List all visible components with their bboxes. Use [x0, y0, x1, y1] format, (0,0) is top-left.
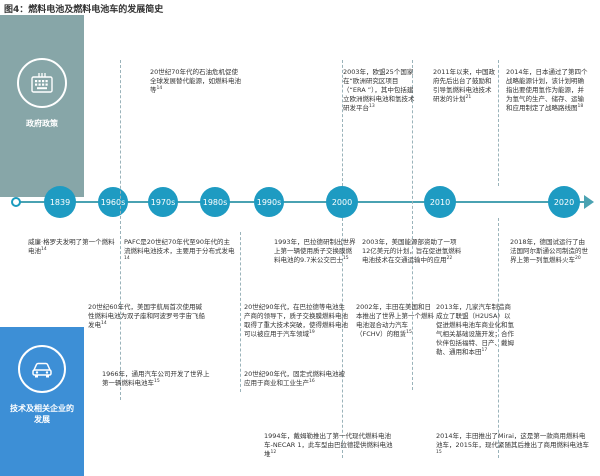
timeline-node-1970s: 1970s	[148, 187, 178, 217]
dashed-connector	[412, 60, 413, 390]
timeline-node-1990s: 1990s	[254, 187, 284, 217]
figure-title: 图4：燃料电池及燃料电池车的发展简史	[4, 5, 164, 15]
timeline-node-1960s: 1960s	[98, 187, 128, 217]
timeline-axis	[15, 201, 587, 203]
event-tech-1994: 1994年，戴姆勒推出了第一代现代燃料电池车-NECAR 1，此车型由巴拉德提供…	[264, 432, 393, 458]
car-icon	[32, 362, 52, 378]
government-policy-panel: 政府政策	[0, 15, 84, 197]
dashed-connector	[498, 60, 499, 186]
dashed-connector	[498, 218, 499, 458]
timeline-node-2020: 2020	[548, 186, 580, 218]
dashed-connector	[240, 232, 241, 392]
event-gov-2003-eu: 2003年，欧盟25个国家在“欧洲研究区项目（“ERA ”），其中包括建立欧洲燃…	[343, 68, 415, 112]
event-tech-1990s-pem: 20世纪90年代，在巴拉德等电池生产商的领导下，质子交换膜燃料电池取得了重大技术…	[244, 303, 348, 338]
event-tech-2018: 2018年，德国试运行了由法国阿尔斯通公司制造的世界上第一列氢燃料火车20	[510, 238, 588, 264]
timeline-node-1980s: 1980s	[200, 187, 230, 217]
government-policy-label: 政府政策	[26, 119, 58, 128]
event-tech-2014-mirai: 2014年，丰田推出了Mirai，这是第一款商用燃料电池车，2015年，现代紧随…	[436, 432, 590, 455]
timeline-arrow	[584, 195, 594, 209]
dashed-connector	[342, 218, 343, 458]
event-tech-2003-us: 2003年，美国能源部资助了一项12亿美元的计划，旨在促进氢燃料电池技术在交通运…	[362, 238, 462, 264]
event-tech-1839: 威廉·格罗夫发明了第一个燃料电池14	[28, 238, 115, 255]
technology-label: 技术及相关企业的 发展	[10, 404, 74, 424]
technology-panel: 技术及相关企业的 发展	[0, 327, 84, 476]
dashed-connector	[342, 60, 343, 186]
event-gov-2014-japan: 2014年，日本通过了第四个战略能源计划，该计划明确指出要使用氢作为能源，并为氢…	[506, 68, 588, 112]
timeline-node-2010: 2010	[424, 186, 456, 218]
dashed-connector	[120, 60, 121, 400]
event-gov-2011-china: 2011年以来，中国政府先后出台了鼓励和引导氢燃料电池技术研发的计划21	[433, 68, 496, 103]
timeline-start-dot	[11, 197, 21, 207]
icon-ring	[17, 58, 67, 108]
event-tech-pafc: PAFC是20世纪70年代至90年代的主流燃料电池技术，主要用于分布式发电14	[124, 238, 235, 261]
event-gov-1970s: 20世纪70年代的石油危机促使全球发展替代能源，如燃料电池等14	[150, 68, 241, 94]
keyboard-icon	[31, 73, 53, 93]
icon-ring	[18, 345, 66, 393]
event-tech-1960s-nasa: 20世纪60年代，美国宇航局首次使用碱性燃料电池为双子座和阿波罗号宇宙飞船发电1…	[88, 303, 205, 329]
event-tech-2013: 2013年，几家汽车制造商成立了联盟（H2USA）以促进燃料电池车商业化和氢气相…	[436, 303, 514, 356]
event-tech-1990s-fixed: 20世纪90年代，固定式燃料电池被应用于商业和工业生产16	[244, 370, 346, 387]
timeline-node-1839: 1839	[44, 186, 76, 218]
event-tech-2002: 2002年，丰田在美国和日本推出了世界上第一个燃料电池混合动力汽车（FCHV）的…	[356, 303, 434, 338]
event-tech-1966: 1966年，通用汽车公司开发了世界上第一辆燃料电池车15	[102, 370, 210, 387]
timeline-node-2000: 2000	[326, 186, 358, 218]
event-tech-1993: 1993年，巴拉德研制出世界上第一辆使用质子交换膜燃料电池的9.7米公交巴士15	[274, 238, 356, 264]
